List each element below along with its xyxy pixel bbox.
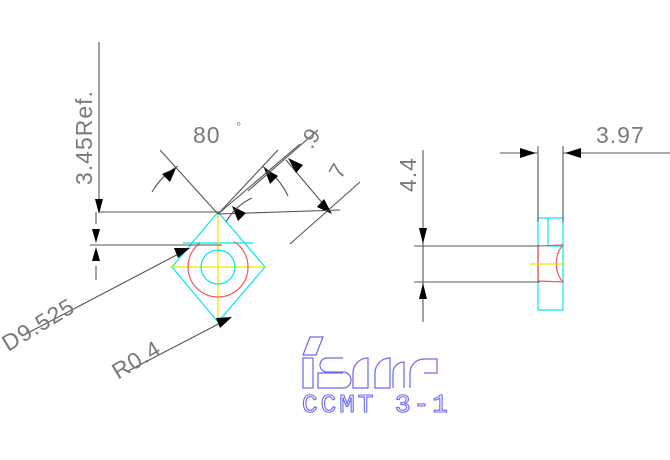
arrowhead-edge-upper — [288, 158, 303, 173]
side-flank-profile — [537, 244, 565, 283]
leader-edge-inner — [217, 143, 301, 215]
side-view: 4.4 3.97 — [395, 122, 670, 322]
front-view: 3.45Ref. 80 ° D9.525 R0.4 .9 7 — [0, 42, 361, 384]
insert-designation-text: CCMT 3-1 — [302, 390, 451, 420]
dim-text-inscribed-diameter: D9.525 — [0, 293, 79, 357]
side-chipbreaker-step — [547, 218, 563, 247]
logo-dot-icon — [302, 336, 324, 356]
iscar-logo: CCMT 3-1 — [301, 336, 451, 421]
dim-text-height: 4.4 — [395, 157, 421, 192]
degree-symbol-icon: ° — [236, 119, 241, 134]
ext-line-edge-lower — [289, 181, 361, 245]
arrowhead-height-upper — [419, 228, 427, 244]
arrowhead-inscribed-up — [92, 229, 100, 243]
arrowhead-edge-lower — [317, 199, 332, 214]
dim-text-included-angle: 80 — [193, 122, 221, 148]
dim-text-edge-length-2: 7 — [324, 159, 352, 182]
dim-text-thickness-ref: 3.45Ref. — [71, 90, 97, 185]
arrowhead-width-right — [565, 148, 581, 158]
dim-text-corner-radius: R0.4 — [107, 335, 165, 384]
leader-angle-right — [217, 149, 279, 215]
logo-letter-i — [302, 357, 314, 389]
leader-inscribed-diameter — [21, 248, 189, 337]
logo-letter-n — [392, 361, 405, 388]
bore-circle — [200, 249, 236, 285]
arrowhead-angle-left — [162, 168, 176, 182]
logo-letter-c — [352, 357, 369, 389]
angle-arc-left — [151, 165, 179, 193]
arrowhead-height-lower — [419, 283, 427, 299]
logo-letter-s — [317, 357, 352, 389]
dim-text-width: 3.97 — [596, 122, 645, 148]
leader-corner-radius — [127, 317, 231, 372]
dim-text-edge-length-1: .9 — [295, 124, 326, 152]
angle-arc-right — [261, 165, 289, 197]
arrowhead-width-left — [520, 148, 536, 158]
logo-letter-r — [409, 358, 438, 388]
leader-angle-left — [159, 149, 219, 215]
inscribed-circle-arc — [187, 236, 249, 298]
arrowhead-inscribed-down — [92, 247, 100, 261]
logo-letter-a — [374, 357, 391, 389]
arrowhead-thickness-ref — [95, 199, 103, 214]
arrowhead-corner-radius — [216, 317, 232, 328]
arrowhead-inscribed-diameter — [174, 248, 190, 258]
angle-arc-inner — [225, 197, 253, 223]
ext-line-edge-upper — [247, 129, 319, 192]
